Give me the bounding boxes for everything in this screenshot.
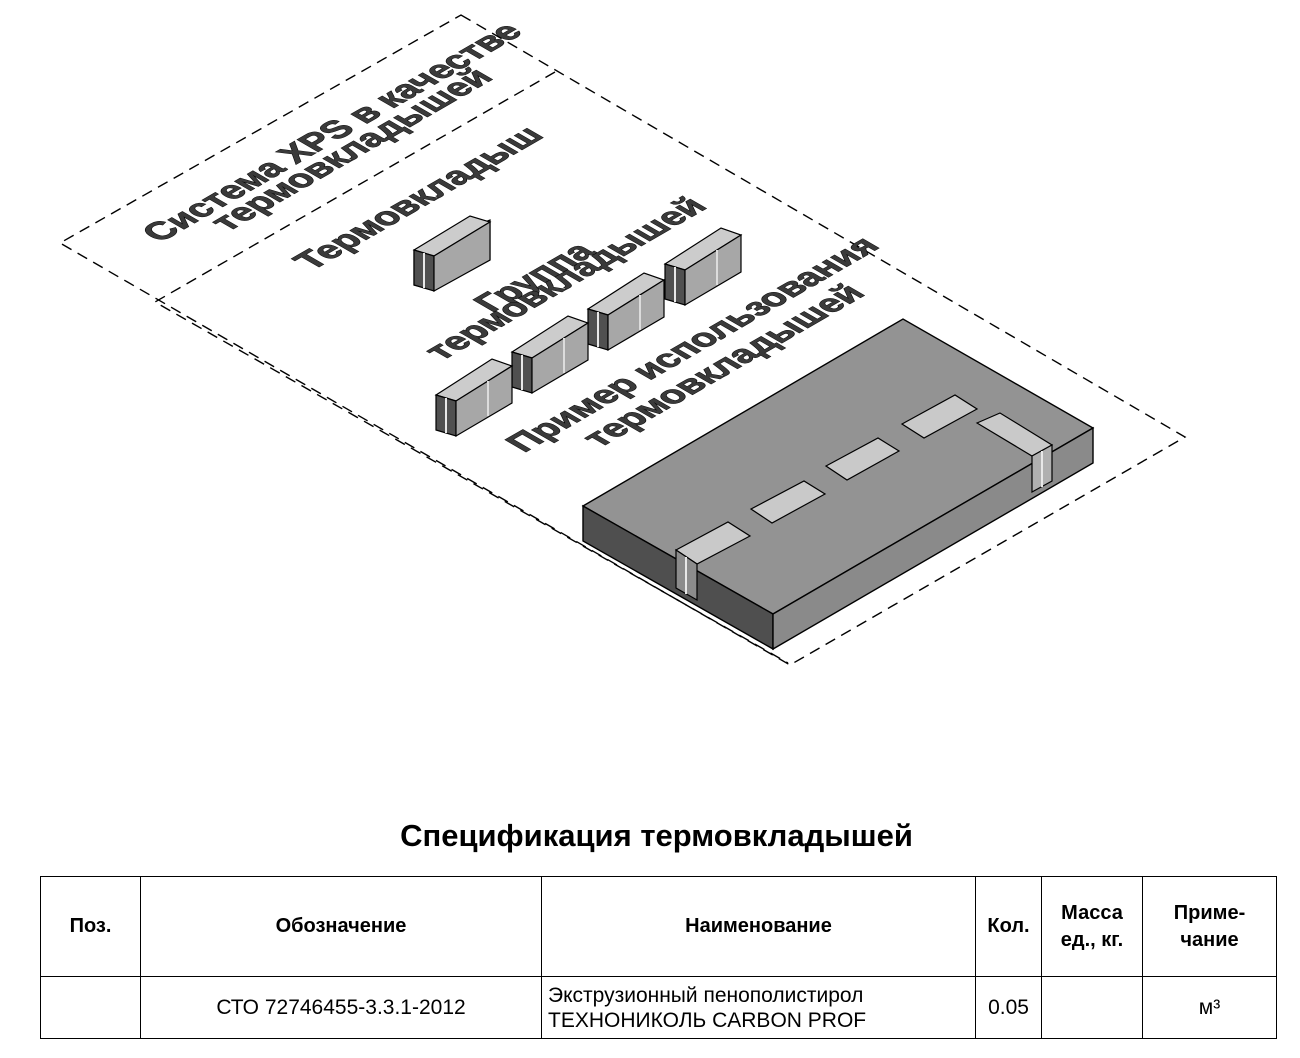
thermal-insert-single xyxy=(412,215,492,293)
group-block-1 xyxy=(663,227,743,307)
label-system-line2: термовкладышей xyxy=(201,63,501,236)
header-mass: Масса ед., кг. xyxy=(1041,876,1143,977)
cell-name: Экструзионный пенополистирол ТЕХНОНИКОЛЬ… xyxy=(541,976,976,1039)
header-note: Приме- чание xyxy=(1142,876,1277,977)
slab-right xyxy=(772,426,1094,651)
header-name: Наименование xyxy=(541,876,976,977)
header-pos: Поз. xyxy=(40,876,141,977)
table-row: СТО 72746455-3.3.1-2012 Экструзионный пе… xyxy=(40,976,1277,1039)
table-header-row: Поз. Обозначение Наименование Кол. Масса… xyxy=(40,876,1277,977)
cell-designation: СТО 72746455-3.3.1-2012 xyxy=(140,976,542,1039)
spec-title: Спецификация термовкладышей xyxy=(400,818,913,853)
header-designation: Обозначение xyxy=(140,876,542,977)
cell-note: м³ xyxy=(1142,976,1277,1039)
isometric-drawing: Система XPS в качестве термовкладышей Те… xyxy=(58,14,1187,666)
header-qty: Кол. xyxy=(975,876,1042,977)
example-slab xyxy=(581,318,1095,651)
cell-name-line2: ТЕХНОНИКОЛЬ CARBON PROF xyxy=(548,1008,867,1032)
spec-table: Поз. Обозначение Наименование Кол. Масса… xyxy=(40,876,1277,1039)
cell-name-line1: Экструзионный пенополистирол xyxy=(548,983,864,1007)
cell-mass xyxy=(1041,976,1143,1039)
cell-qty: 0.05 xyxy=(975,976,1042,1039)
group-block-4 xyxy=(434,358,514,438)
thermal-insert-group xyxy=(434,227,743,438)
group-block-3 xyxy=(510,315,590,395)
label-system-line1: Система XPS в качестве xyxy=(133,17,531,247)
group-block-2 xyxy=(586,272,666,352)
cell-pos xyxy=(40,976,141,1039)
outer-boundary xyxy=(58,14,1187,666)
inner-divider xyxy=(153,71,789,664)
